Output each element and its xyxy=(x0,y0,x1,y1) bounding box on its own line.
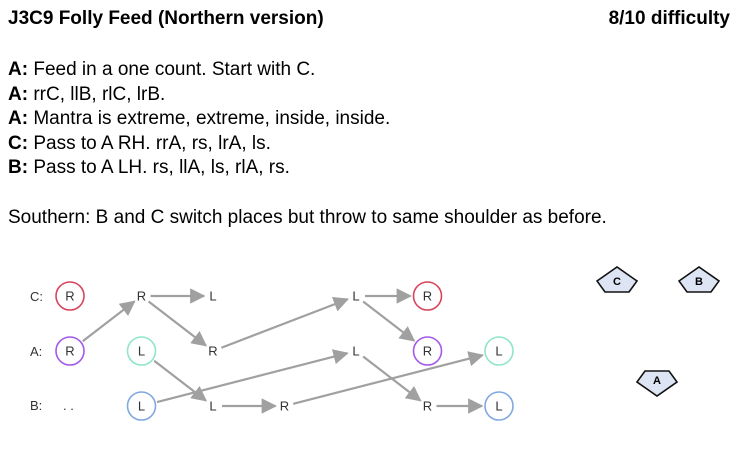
instruction-line: C: Pass to A RH. rrA, rs, lrA, ls. xyxy=(8,132,390,157)
hand-label: L xyxy=(138,399,145,414)
instruction-line: A: rrC, llB, rlC, lrB. xyxy=(8,83,390,108)
beat-node: R xyxy=(412,281,443,311)
juggler-label: B: xyxy=(8,157,29,178)
beat-node: L xyxy=(126,336,157,366)
beat-node: R xyxy=(55,336,85,366)
hand-label: R xyxy=(423,399,432,414)
beat-node: L xyxy=(352,344,359,359)
juggler-label: A: xyxy=(8,108,29,129)
instructions: A: Feed in a one count. Start with C. A:… xyxy=(8,58,390,181)
throw-arrow xyxy=(147,300,208,347)
hand-label: L xyxy=(352,289,359,304)
ball-ring xyxy=(55,336,85,366)
ball-ring xyxy=(412,281,443,311)
hand-label: R xyxy=(423,344,432,359)
arrow-layer xyxy=(82,288,485,414)
hand-label: R xyxy=(65,344,74,359)
page-title: J3C9 Folly Feed (Northern version) xyxy=(8,8,324,29)
position-c: C xyxy=(595,266,639,293)
juggler-positions: C B A xyxy=(595,266,721,397)
hand-label: L xyxy=(495,344,502,359)
hand-label: L xyxy=(352,344,359,359)
beat-node: L xyxy=(484,336,514,366)
hand-label: R xyxy=(65,289,74,304)
beat-node: L xyxy=(209,399,216,414)
row-label-a: A: xyxy=(30,344,42,359)
juggler-label: A: xyxy=(8,59,29,80)
difficulty-rating: 8/10 difficulty xyxy=(608,8,730,29)
position-b-label: B xyxy=(695,276,703,288)
beat-node: R xyxy=(55,281,85,311)
hand-label: L xyxy=(495,399,502,414)
beat-node: L xyxy=(209,289,216,304)
hand-label: L xyxy=(209,289,216,304)
beat-node: R xyxy=(423,399,432,414)
position-a-marker xyxy=(635,370,679,397)
ball-ring xyxy=(484,391,514,421)
ball-ring xyxy=(55,281,85,311)
throw-arrow xyxy=(82,300,136,343)
ball-ring xyxy=(126,336,157,366)
beat-node: L xyxy=(126,391,157,421)
hand-label: R xyxy=(423,289,432,304)
position-b: B xyxy=(677,266,721,293)
ball-ring xyxy=(126,391,157,421)
beat-node: R xyxy=(412,336,443,366)
throw-arrow xyxy=(292,351,485,405)
throw-arrow xyxy=(156,349,349,404)
beat-node: L xyxy=(484,391,514,421)
throw-arrow xyxy=(362,300,416,342)
juggler-label: A: xyxy=(8,83,29,105)
b-row-start-dots: . . xyxy=(63,398,74,413)
beat-node: L xyxy=(352,289,359,304)
instruction-line: B: Pass to A LH. rs, llA, ls, rlA, rs. xyxy=(8,156,390,181)
instruction-text: Pass to A LH. rs, llA, ls, rlA, rs. xyxy=(28,157,290,178)
ball-ring xyxy=(484,336,514,366)
row-label-layer: C: A: B: . . xyxy=(30,289,74,413)
ball-ring xyxy=(412,336,443,366)
instruction-line: A: Feed in a one count. Start with C. xyxy=(8,58,390,83)
hand-label: R xyxy=(137,289,146,304)
juggler-label: C: xyxy=(8,132,29,154)
throw-arrow xyxy=(221,297,350,349)
instruction-line: A: Mantra is extreme, extreme, inside, i… xyxy=(8,107,390,132)
throw-arrow xyxy=(153,359,208,402)
row-label-c: C: xyxy=(30,289,43,304)
instruction-text: Pass to A RH. rrA, rs, lrA, ls. xyxy=(28,132,271,154)
instruction-text: Mantra is extreme, extreme, inside, insi… xyxy=(28,108,391,129)
instruction-text: Feed in a one count. Start with C. xyxy=(28,59,316,80)
southern-note: Southern: B and C switch places but thro… xyxy=(8,207,607,228)
instruction-text: rrC, llB, rlC, lrB. xyxy=(28,83,166,105)
beat-node: R xyxy=(280,399,289,414)
hand-label: R xyxy=(208,344,217,359)
hand-label: L xyxy=(138,344,145,359)
position-c-label: C xyxy=(613,276,621,288)
hand-label: R xyxy=(280,399,289,414)
node-layer: R R L L R R L R L R L L L R R L xyxy=(55,281,514,421)
position-b-marker xyxy=(677,266,721,293)
beat-node: R xyxy=(208,344,217,359)
position-a: A xyxy=(635,370,679,397)
header: J3C9 Folly Feed (Northern version) 8/10 … xyxy=(8,8,730,34)
position-c-marker xyxy=(595,266,639,293)
row-label-b: B: xyxy=(30,398,42,413)
hand-label: L xyxy=(209,399,216,414)
position-a-label: A xyxy=(653,375,661,387)
beat-node: R xyxy=(137,289,146,304)
